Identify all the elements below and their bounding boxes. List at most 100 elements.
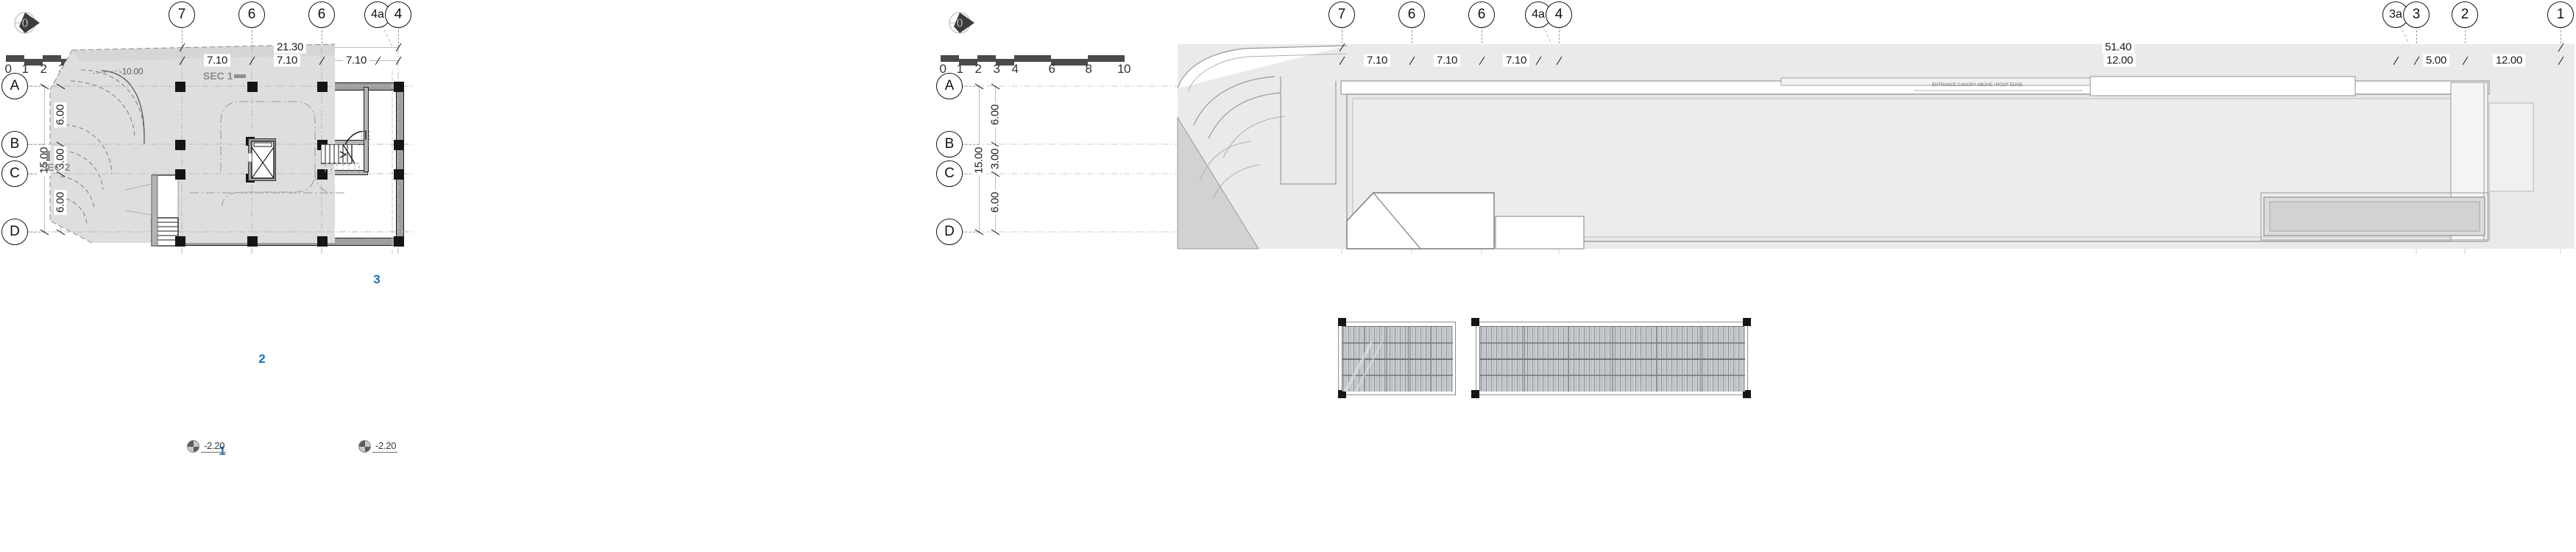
louver-panel-east	[1479, 326, 1745, 392]
bay-vdim-6-00-a: 6.00	[988, 102, 1002, 127]
column	[175, 140, 185, 150]
grid-bubble-7[interactable]: 7	[169, 1, 195, 28]
grid-leader-2	[2465, 26, 2466, 47]
scale-tick-6: 6	[1048, 62, 1055, 76]
level-symbol-icon	[358, 440, 371, 453]
bay-dim-12-00-a: 12.00	[2103, 54, 2137, 67]
column	[394, 169, 404, 180]
column	[1471, 318, 1479, 326]
staircase	[320, 144, 368, 176]
column	[317, 236, 328, 247]
grid-leader-4	[398, 26, 399, 47]
column	[175, 236, 185, 247]
scale-tick-2: 2	[974, 62, 982, 76]
bay-vdim-6-00-a: 6.00	[54, 102, 67, 127]
bay-dim-7-10-c: 7.10	[1503, 54, 1529, 67]
grid-bubble-2[interactable]: 2	[2452, 1, 2478, 28]
level-symbol-icon	[187, 440, 199, 453]
scale-bar-segments	[941, 55, 1125, 66]
grid-bubble-B[interactable]: B	[1, 131, 28, 158]
bay-dim-7-10-b: 7.10	[274, 54, 300, 67]
bay-dim-7-10-c: 7.10	[343, 54, 369, 67]
grid-bubble-B[interactable]: B	[936, 131, 963, 158]
scale-tick-3: 3	[993, 62, 1000, 76]
roof-plan-geometry	[961, 44, 2575, 254]
overall-vdim-15-00: 15.00	[972, 144, 986, 177]
level-marker-east: -2.20	[358, 440, 398, 453]
bay-dim-7-10-b: 7.10	[1434, 54, 1460, 67]
grid-bubble-A[interactable]: A	[1, 73, 28, 99]
louver-panel-west	[1342, 326, 1453, 392]
site-elevation-note: -10.00	[116, 66, 144, 77]
scale-tick-2: 2	[40, 62, 47, 76]
site-boundary	[26, 43, 412, 254]
column	[1743, 318, 1751, 326]
grid-bubble-6a[interactable]: 6	[238, 1, 265, 28]
scale-tick-0: 0	[939, 62, 946, 76]
grid-bubble-6b[interactable]: 6	[1468, 1, 1495, 28]
room-label-2: 2	[258, 352, 266, 366]
column	[247, 236, 258, 247]
grid-bubble-D[interactable]: D	[1, 219, 28, 245]
grid-bubble-3[interactable]: 3	[2403, 1, 2430, 28]
column	[1338, 318, 1346, 326]
column	[394, 236, 404, 247]
bay-dim-5-00: 5.00	[2423, 54, 2449, 67]
column	[1743, 390, 1751, 398]
grid-leader-4	[1559, 26, 1560, 47]
grid-bubble-D[interactable]: D	[936, 219, 963, 245]
room-label-1: 1	[219, 444, 226, 458]
north-arrow-icon	[10, 6, 44, 40]
bay-vdim-6-00-b: 6.00	[988, 190, 1002, 215]
grid-bubble-A[interactable]: A	[936, 73, 963, 99]
column	[394, 140, 404, 150]
overall-dim-51-40: 51.40	[2101, 40, 2135, 54]
elevator-core	[247, 138, 277, 182]
bay-vdim-6-00-b: 6.00	[54, 190, 67, 215]
scale-tick-4: 4	[1011, 62, 1019, 76]
scale-tick-8: 8	[1085, 62, 1092, 76]
bay-dim-12-00-b: 12.00	[2492, 54, 2526, 67]
grid-bubble-1[interactable]: 1	[2547, 1, 2574, 28]
roof-annotation: ENTRANCE CANOPY ABOVE / ROOF EDGE	[1932, 83, 2023, 88]
interior-wall-east-partition	[364, 87, 369, 172]
section-marker-sec1-tab	[234, 74, 246, 78]
grid-leader-7	[182, 26, 183, 47]
bay-dim-7-10-a: 7.10	[1364, 54, 1390, 67]
plan-left-basement: 0 1 2 3 4 6 8 10 7 6 6 4a 4 21.30 7.10 7…	[0, 0, 935, 552]
grid-bubble-4[interactable]: 4	[1546, 1, 1572, 28]
grid-bubble-7[interactable]: 7	[1328, 1, 1355, 28]
grid-bubble-6b[interactable]: 6	[308, 1, 335, 28]
column	[1338, 390, 1346, 398]
north-arrow-icon	[945, 6, 979, 40]
site-elevation-value: -10.00	[119, 66, 144, 77]
section-marker-sec1-label[interactable]: SEC 1	[203, 70, 233, 82]
level-value: -2.20	[372, 440, 398, 453]
column	[175, 169, 185, 180]
grid-bubble-3a[interactable]: 3a	[2382, 1, 2409, 28]
scale-bar-labels: 0 1 2 3 4 6 8 10	[939, 62, 1131, 77]
scale-tick-10: 10	[1117, 62, 1130, 76]
grid-bubble-C[interactable]: C	[1, 160, 28, 187]
bay-vdim-3-00: 3.00	[988, 146, 1002, 171]
column	[175, 82, 185, 92]
column	[1471, 390, 1479, 398]
grid-bubble-6a[interactable]: 6	[1398, 1, 1425, 28]
scale-tick-0: 0	[4, 62, 12, 76]
column	[394, 82, 404, 92]
section-marker-sec2-tab	[46, 151, 50, 161]
scale-tick-1: 1	[21, 62, 29, 76]
bay-dim-7-10-a: 7.10	[204, 54, 230, 67]
grid-bubble-C[interactable]: C	[936, 160, 963, 187]
scale-tick-1: 1	[956, 62, 963, 76]
section-marker-sec2-label[interactable]: SEC 2	[40, 161, 71, 173]
grid-leader-3	[2416, 26, 2417, 47]
column	[247, 82, 258, 92]
grid-leader-diagonals	[1542, 24, 2411, 48]
grid-leader-4a-diagonal	[381, 24, 393, 47]
external-steps	[124, 174, 179, 247]
graphic-scale-bar: 0 1 2 3 4 6 8 10	[939, 55, 1131, 77]
level-value: -2.20	[201, 440, 227, 453]
grid-bubble-4[interactable]: 4	[385, 1, 411, 28]
